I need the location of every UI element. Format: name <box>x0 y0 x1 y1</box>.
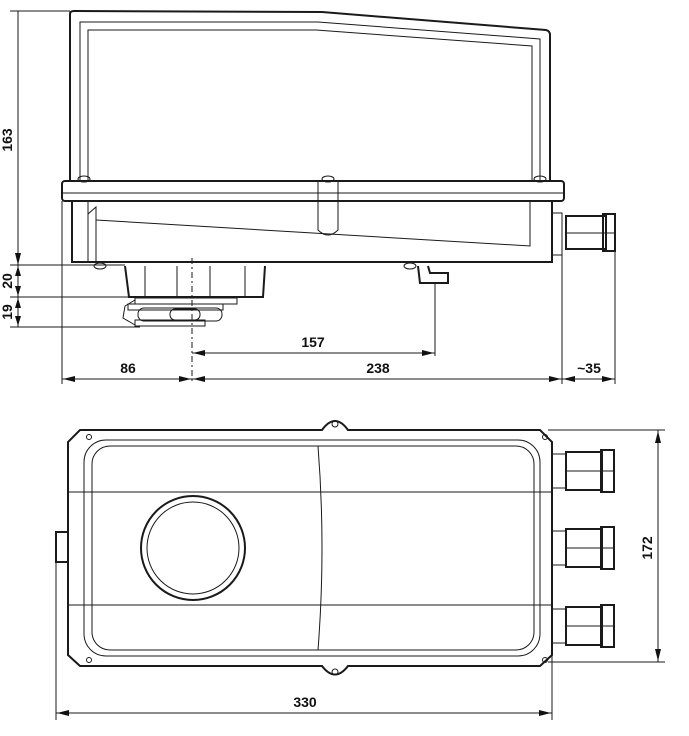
dim-label-length: 330 <box>293 694 317 710</box>
housing-outline <box>67 420 553 676</box>
dim-label-right-offset: 238 <box>366 360 390 376</box>
dimension-86-238-35: 86 238 ~35 <box>61 201 616 384</box>
dimension-157: 157 <box>192 283 436 356</box>
cable-glands-top <box>551 449 615 648</box>
side-tab <box>55 531 69 563</box>
housing-cover <box>69 9 551 180</box>
dim-label-height: 163 <box>0 128 15 152</box>
dim-label-width: 172 <box>639 536 655 560</box>
shaft-boss-top <box>140 495 246 601</box>
housing-flange <box>61 180 565 202</box>
side-view: 163 20 19 157 <box>0 9 616 384</box>
end-stop <box>417 265 449 284</box>
cable-gland-side <box>551 212 616 256</box>
coupling <box>122 297 238 327</box>
shaft-boss <box>124 265 266 298</box>
dim-label-coupling: 19 <box>0 304 15 320</box>
dimension-172: 172 <box>548 429 665 663</box>
top-view: 172 330 <box>55 420 665 720</box>
housing-base <box>71 201 553 263</box>
dimension-330: 330 <box>55 562 553 720</box>
dim-label-stop-offset: 157 <box>301 334 325 350</box>
dim-label-shaft-block: 20 <box>0 273 15 289</box>
dimension-20-19: 20 19 <box>0 265 140 328</box>
dim-label-left-offset: 86 <box>120 360 136 376</box>
dim-label-gland-length: ~35 <box>577 360 601 376</box>
dimension-163: 163 <box>0 10 125 266</box>
